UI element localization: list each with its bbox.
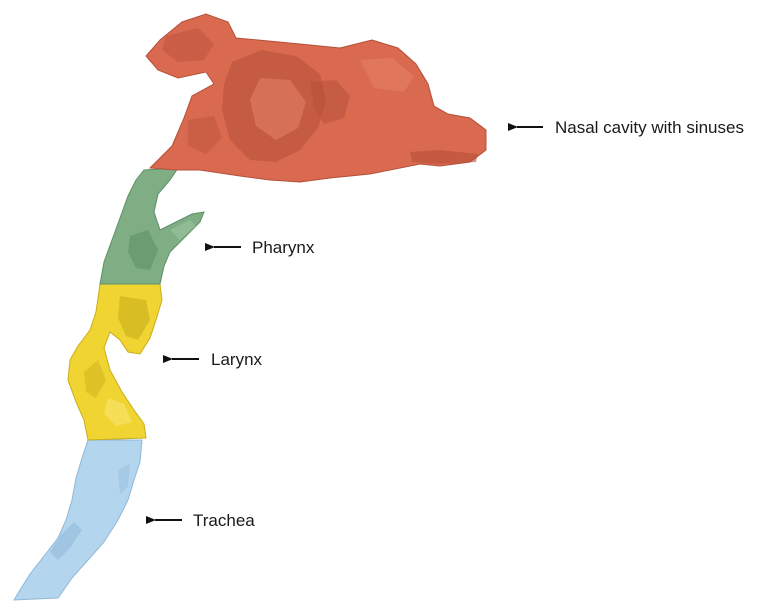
label-arrows <box>155 127 543 520</box>
nasal-cavity-shape <box>146 14 486 182</box>
pharynx-label: Pharynx <box>252 238 315 257</box>
trachea-shape <box>14 440 142 600</box>
larynx-shape <box>68 284 162 440</box>
pharynx-shape <box>100 168 204 284</box>
larynx-label: Larynx <box>211 350 263 369</box>
trachea-label: Trachea <box>193 511 255 530</box>
nasal-cavity-label: Nasal cavity with sinuses <box>555 118 744 137</box>
